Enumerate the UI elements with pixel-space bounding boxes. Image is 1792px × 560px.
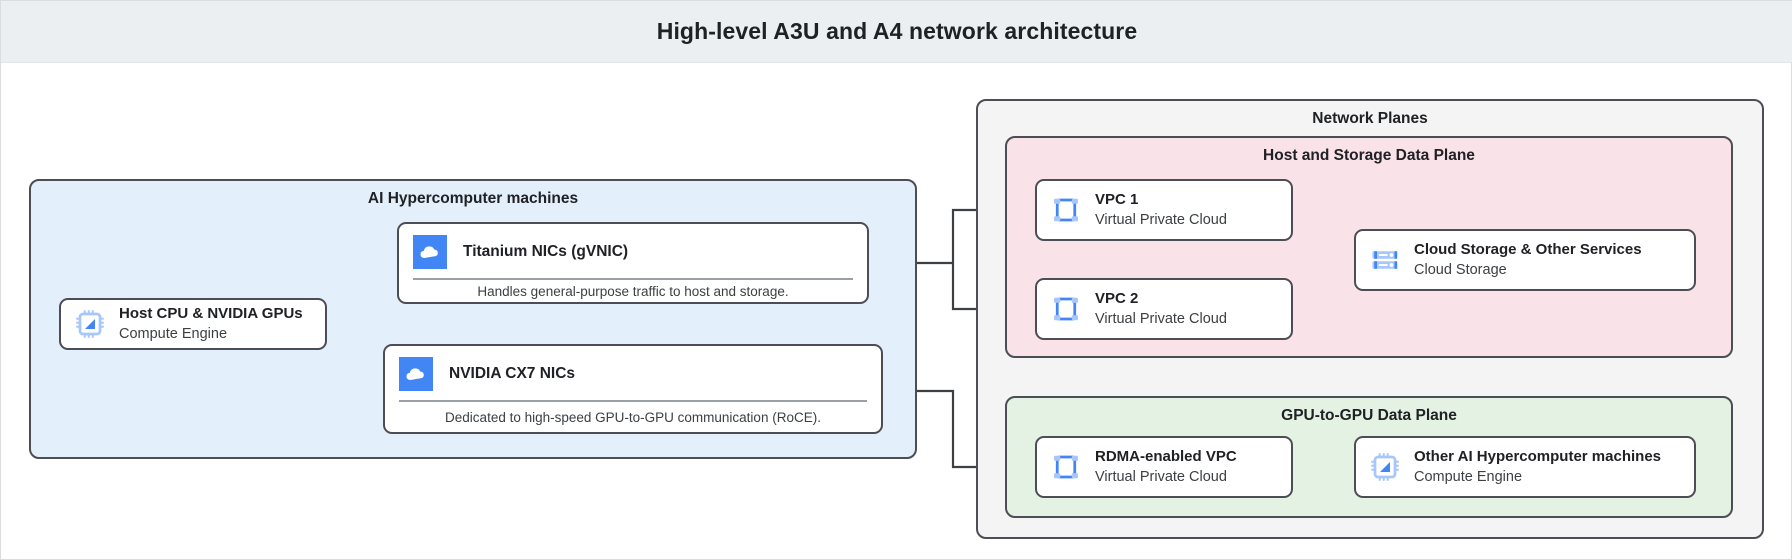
card-caption: Dedicated to high-speed GPU-to-GPU commu…	[445, 409, 821, 425]
node-title: VPC 1	[1095, 190, 1139, 208]
page-header: High-level A3U and A4 network architectu…	[1, 1, 1792, 63]
node-subtitle: Cloud Storage	[1414, 262, 1507, 279]
page-title: High-level A3U and A4 network architectu…	[656, 18, 1138, 44]
node-subtitle: Compute Engine	[1414, 469, 1523, 486]
card-header: NVIDIA CX7 NICs	[385, 346, 881, 400]
card-header: Titanium NICs (gVNIC)	[399, 224, 867, 278]
group-title-host-storage-plane: Host and Storage Data Plane	[1263, 147, 1475, 164]
card-titanium-nics[interactable]: Titanium NICs (gVNIC) Handles general-pu…	[397, 222, 869, 304]
cloud-icon	[413, 235, 447, 269]
card-title: NVIDIA CX7 NICs	[449, 365, 576, 382]
node-rdma-enabled-vpc[interactable]: RDMA-enabled VPC Virtual Private Cloud	[1035, 436, 1293, 498]
node-other-ai-hypercomputer-machines[interactable]: Other AI Hypercomputer machines Compute …	[1354, 436, 1696, 498]
node-title: Cloud Storage & Other Services	[1414, 240, 1642, 258]
vpc-icon	[1051, 195, 1081, 225]
card-caption: Handles general-purpose traffic to host …	[477, 283, 789, 299]
node-subtitle: Virtual Private Cloud	[1095, 311, 1227, 328]
node-subtitle: Virtual Private Cloud	[1095, 212, 1227, 229]
node-host-cpu-gpus[interactable]: Host CPU & NVIDIA GPUs Compute Engine	[59, 298, 327, 350]
node-title: Other AI Hypercomputer machines	[1414, 447, 1662, 465]
node-cloud-storage[interactable]: Cloud Storage & Other Services Cloud Sto…	[1354, 229, 1696, 291]
card-title: Titanium NICs (gVNIC)	[463, 243, 629, 260]
group-title-gpu-plane: GPU-to-GPU Data Plane	[1281, 407, 1457, 424]
group-title-machines: AI Hypercomputer machines	[367, 190, 579, 207]
cpu-chip-icon	[75, 309, 105, 339]
group-title-network-planes: Network Planes	[1312, 110, 1428, 127]
divider	[399, 400, 867, 402]
vpc-icon	[1051, 452, 1081, 482]
cpu-chip-icon	[1370, 452, 1400, 482]
node-subtitle: Compute Engine	[119, 326, 228, 343]
node-title: Host CPU & NVIDIA GPUs	[119, 304, 303, 322]
divider	[413, 278, 853, 280]
cloud-icon	[399, 357, 433, 391]
node-title: VPC 2	[1095, 289, 1139, 307]
node-vpc-1[interactable]: VPC 1 Virtual Private Cloud	[1035, 179, 1293, 241]
node-title: RDMA-enabled VPC	[1095, 447, 1237, 465]
storage-stack-icon	[1370, 245, 1400, 275]
card-nvidia-cx7-nics[interactable]: NVIDIA CX7 NICs Dedicated to high-speed …	[383, 344, 883, 434]
vpc-icon	[1051, 294, 1081, 324]
node-subtitle: Virtual Private Cloud	[1095, 469, 1227, 486]
node-vpc-2[interactable]: VPC 2 Virtual Private Cloud	[1035, 278, 1293, 340]
